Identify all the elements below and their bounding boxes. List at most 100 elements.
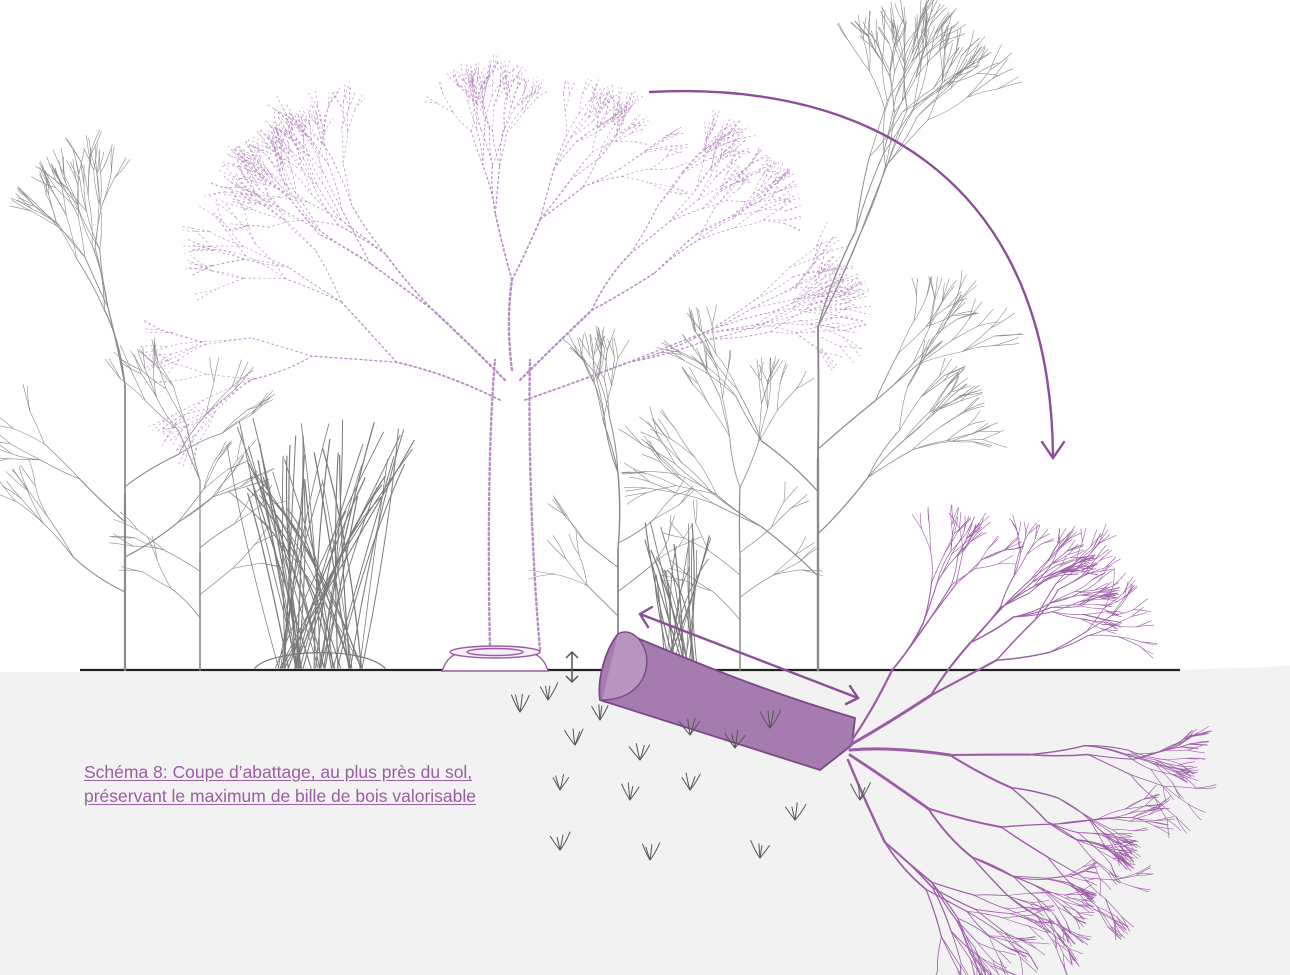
dotted-branch (722, 174, 737, 186)
tree-branch (977, 74, 999, 76)
dotted-branch (786, 206, 801, 211)
tree-branch (993, 59, 1008, 79)
tree-branch (983, 430, 1004, 439)
tree-branch (863, 17, 866, 39)
tree-branch (44, 444, 79, 479)
tree-branch (957, 271, 962, 297)
dotted-branch (736, 169, 749, 173)
dotted-branch (616, 141, 635, 142)
fallen-branch (1014, 553, 1021, 576)
dotted-branch (477, 103, 490, 128)
dotted-branch (148, 415, 173, 426)
tree-branch (49, 518, 74, 557)
tree-branch (66, 160, 77, 183)
tree-branch (97, 152, 99, 174)
dotted-branch (307, 135, 319, 155)
dotted-branch (171, 345, 206, 355)
dotted-branch (215, 250, 246, 256)
dotted-branch (483, 165, 496, 213)
dotted-branch (425, 96, 436, 103)
dotted-branch (211, 270, 243, 278)
fallen-branch (1059, 528, 1060, 544)
tree-branch (761, 377, 769, 404)
dotted-branch (243, 278, 285, 279)
tree-branch (618, 519, 654, 543)
dotted-branch (792, 274, 821, 289)
dotted-branch (147, 381, 172, 382)
tree-branch (707, 307, 713, 326)
dotted-branch (315, 250, 342, 302)
tree-branch (978, 423, 997, 432)
tree-branch (791, 495, 807, 509)
tree-branch (928, 97, 967, 119)
tree-branch (604, 350, 607, 379)
tree-branch (875, 364, 918, 401)
tree-branch (143, 572, 171, 588)
dotted-branch (735, 198, 760, 218)
dotted-branch (198, 412, 216, 444)
dotted-branch (292, 172, 312, 195)
tree-branch (35, 486, 48, 518)
tree-branch (773, 562, 799, 575)
dotted-branch (291, 151, 302, 169)
dotted-branch (537, 86, 542, 99)
tree-branch (964, 398, 978, 411)
dotted-branch (296, 135, 298, 149)
tree-branch (712, 493, 761, 526)
tree-branch (784, 481, 785, 502)
tree-branch (204, 460, 218, 489)
dotted-branch (583, 80, 592, 94)
tree-branch (77, 259, 105, 310)
tree-branch (164, 550, 200, 571)
dotted-branch (468, 82, 470, 102)
dotted-branch (757, 277, 793, 299)
tree-branch (771, 508, 791, 527)
dotted-branch (524, 94, 532, 112)
tree-branch (553, 535, 566, 559)
tree-branch (212, 487, 244, 497)
dotted-trunk (489, 360, 495, 650)
dotted-branch (820, 264, 832, 284)
tree-branch (851, 44, 870, 71)
dotted-branch (295, 198, 320, 231)
tree-branch (654, 505, 680, 520)
dotted-branch (461, 63, 464, 80)
dotted-branch (493, 132, 500, 166)
tree-branch (960, 281, 976, 301)
dotted-branch (246, 141, 254, 157)
dotted-branch (600, 135, 616, 158)
dotted-branch (658, 171, 683, 206)
dotted-branch (683, 159, 710, 173)
dotted-branch (725, 143, 738, 151)
dotted-branch (506, 61, 510, 77)
dotted-branch (179, 345, 206, 360)
dotted-branch (187, 239, 210, 247)
dotted-branch (720, 139, 722, 155)
dotted-branch (702, 328, 759, 334)
tree-branch (818, 401, 875, 450)
fallen-branch (1134, 610, 1151, 612)
dotted-branch (662, 135, 677, 141)
dotted-branch (540, 180, 570, 219)
tree-branch (59, 224, 86, 257)
dotted-branch (454, 69, 459, 86)
tree-branch (135, 538, 165, 550)
fallen-branch (922, 529, 931, 550)
dotted-branch (255, 244, 286, 279)
dotted-branch (310, 124, 322, 144)
tree-branch (736, 396, 762, 441)
tree-branch (618, 340, 629, 358)
tree-stump (442, 646, 548, 671)
dotted-branch (759, 307, 794, 328)
dotted-branch (731, 164, 739, 175)
tree-branch (131, 369, 146, 400)
dotted-branch (669, 208, 702, 221)
tree-branch (569, 334, 579, 355)
dotted-branch (320, 231, 370, 264)
tree-branch (977, 63, 999, 74)
dotted-branch (191, 255, 211, 270)
dotted-branch (342, 129, 343, 163)
tree-branch (912, 278, 917, 296)
tree-branch (102, 178, 115, 205)
dotted-branch (785, 224, 800, 231)
